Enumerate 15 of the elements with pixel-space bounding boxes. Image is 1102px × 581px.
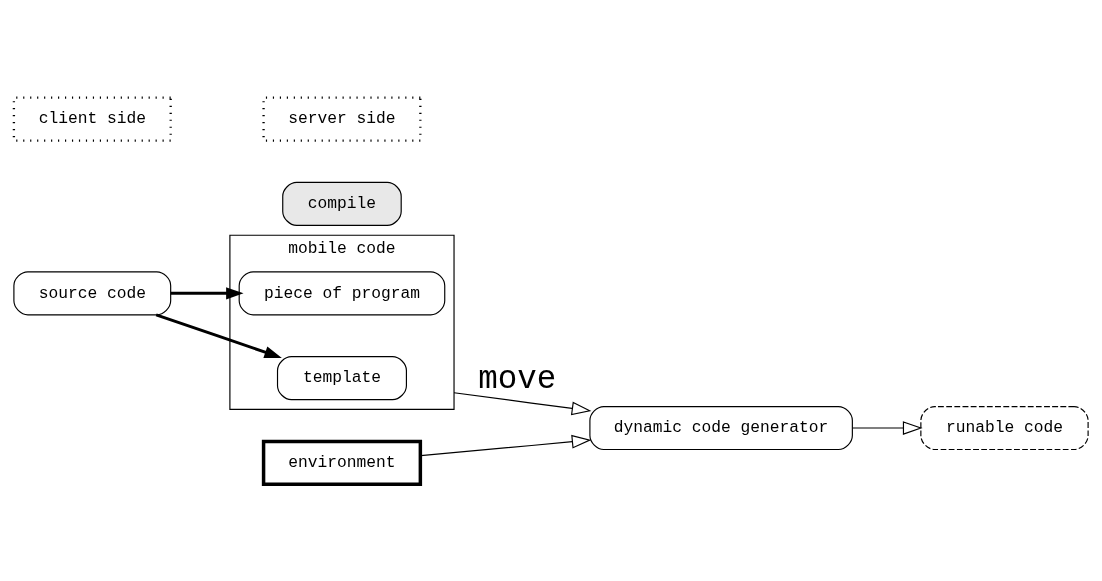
node-box: piece of program (238, 270, 446, 315)
node-box: runable code (920, 405, 1089, 450)
arrow (851, 420, 923, 435)
node-box: environment (261, 439, 423, 486)
node-box: compile (282, 181, 402, 226)
node-box: dynamic code generator (589, 405, 853, 450)
arrow (155, 312, 282, 358)
arrow (170, 286, 244, 299)
node-box: source code (13, 270, 172, 315)
arrow (420, 434, 592, 456)
node-box: server side (262, 96, 422, 142)
edge-label: move (478, 360, 557, 398)
node-box: template (276, 355, 407, 400)
node-box: client side (12, 96, 172, 142)
arrow (453, 391, 592, 415)
